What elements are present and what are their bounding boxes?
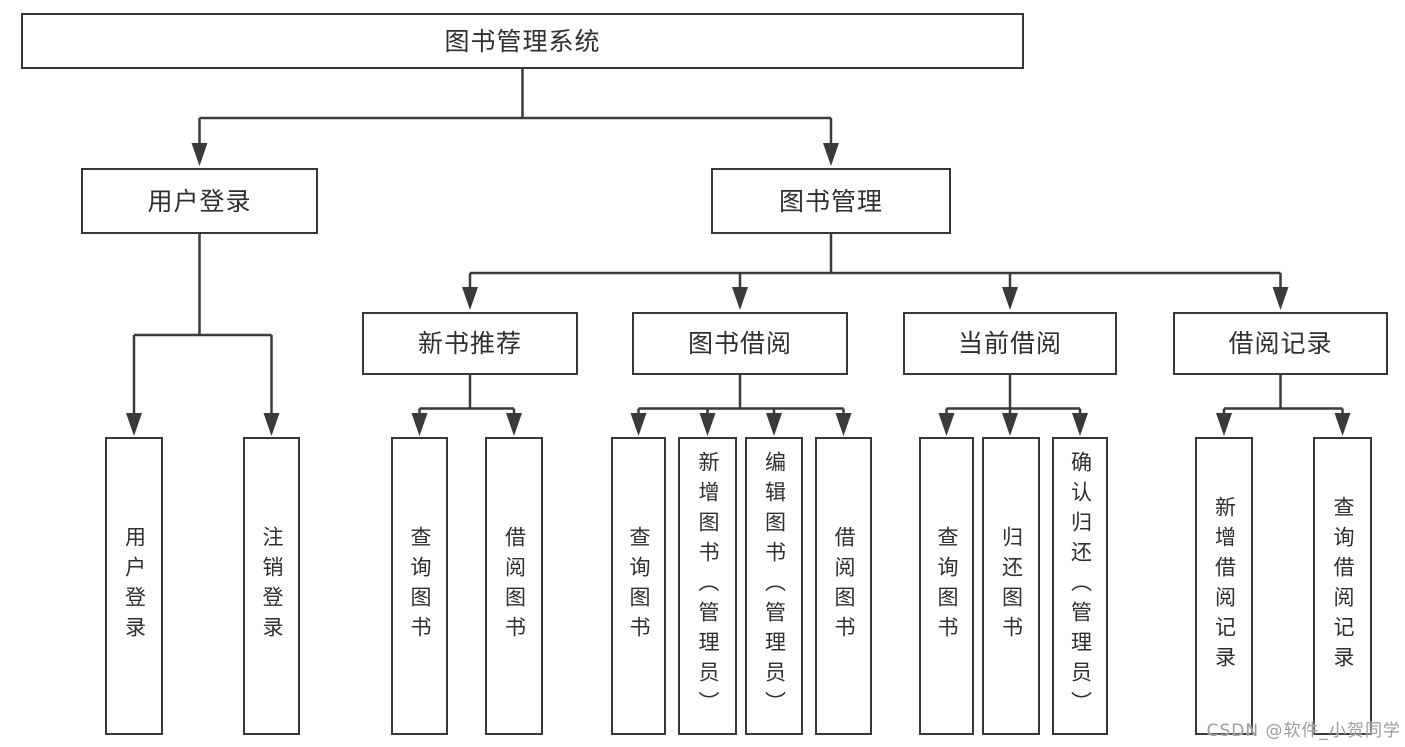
node-book-management: 图书管理 [711,168,951,234]
leaf-return-book-label: 归还图书 [999,526,1024,646]
leaf-query-books-3: 查询图书 [919,437,974,735]
leaf-edit-book-admin-label: 编辑图书（管理员） [762,451,787,721]
leaf-query-books-1: 查询图书 [391,437,448,735]
leaf-add-book-admin-label: 新增图书（管理员） [696,451,720,721]
node-borrow-records-label: 借阅记录 [1228,329,1333,358]
node-book-borrowing: 图书借阅 [632,312,848,375]
leaf-query-books-3-label: 查询图书 [935,526,959,646]
leaf-query-borrow-record-label: 查询借阅记录 [1331,496,1355,676]
node-borrow-records: 借阅记录 [1173,312,1388,375]
node-user-login: 用户登录 [81,168,318,234]
leaf-logout: 注销登录 [243,437,300,735]
node-book-borrowing-label: 图书借阅 [687,329,792,358]
leaf-user-login: 用户登录 [105,437,163,735]
leaf-add-borrow-record: 新增借阅记录 [1195,437,1253,735]
node-current-borrowing-label: 当前借阅 [957,329,1062,358]
leaf-add-book-admin: 新增图书（管理员） [678,437,737,735]
node-root-label: 图书管理系统 [444,26,601,56]
leaf-borrow-books-2-label: 借阅图书 [832,526,856,646]
leaf-return-book: 归还图书 [982,437,1040,735]
leaf-query-borrow-record: 查询借阅记录 [1313,437,1372,735]
leaf-confirm-return-admin-label: 确认归还（管理员） [1068,451,1093,721]
node-new-book-recommend: 新书推荐 [362,312,578,375]
node-new-book-recommend-label: 新书推荐 [417,329,522,358]
arrowheads [126,143,1351,436]
csdn-watermark: CSDN @软件_小贺同学 [1206,721,1401,741]
leaf-query-books-2-label: 查询图书 [627,526,651,646]
node-book-management-label: 图书管理 [778,186,883,216]
node-user-login-label: 用户登录 [147,186,252,216]
leaf-query-books-2: 查询图书 [611,437,666,735]
leaf-logout-label: 注销登录 [260,526,284,646]
leaf-confirm-return-admin: 确认归还（管理员） [1052,437,1108,735]
node-root: 图书管理系统 [21,13,1024,69]
node-current-borrowing: 当前借阅 [903,312,1117,375]
leaf-edit-book-admin: 编辑图书（管理员） [745,437,803,735]
leaf-query-books-1-label: 查询图书 [408,526,432,646]
leaf-borrow-books-2: 借阅图书 [815,437,872,735]
leaf-add-borrow-record-label: 新增借阅记录 [1212,496,1237,676]
leaf-borrow-books-1-label: 借阅图书 [502,526,527,646]
leaf-user-login-label: 用户登录 [122,526,147,646]
leaf-borrow-books-1: 借阅图书 [485,437,543,735]
